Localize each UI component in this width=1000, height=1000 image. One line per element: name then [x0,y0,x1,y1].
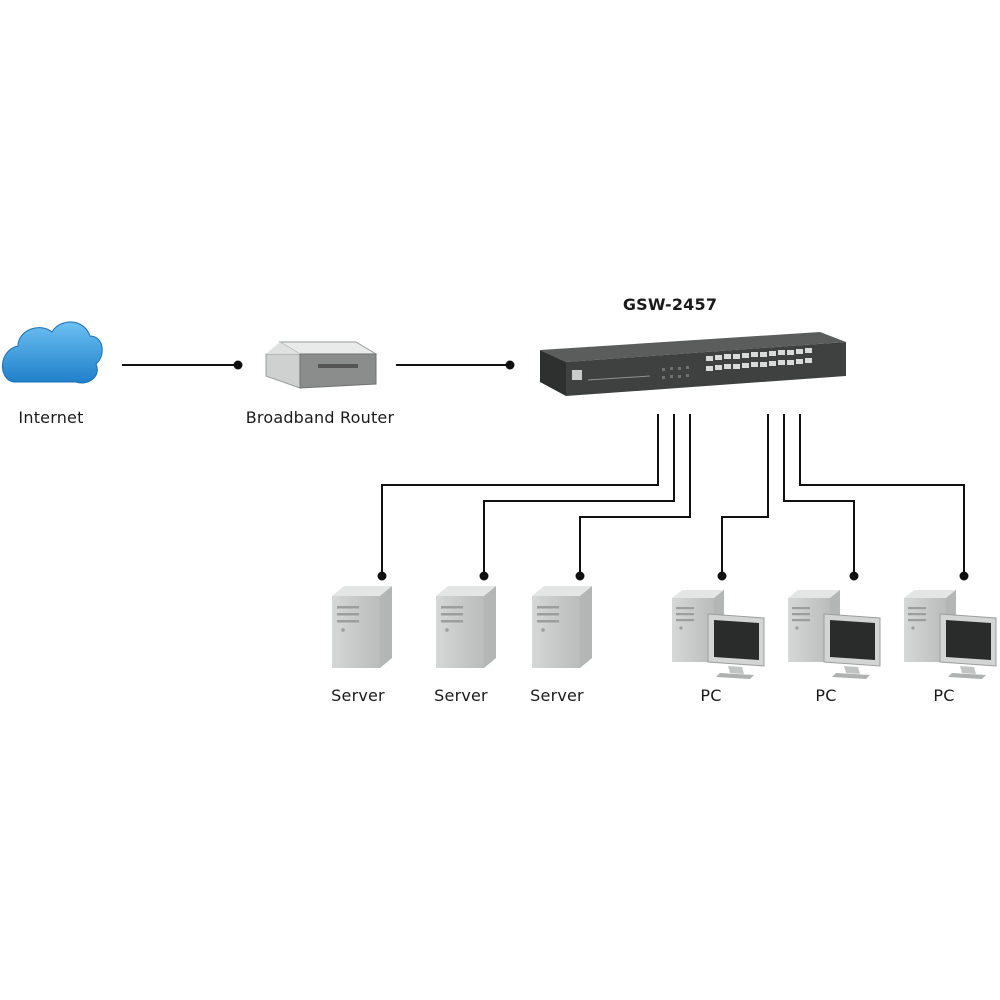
switch-model-label: GSW-2457 [622,295,718,314]
link-switch-pcs [721,414,965,576]
pc-icon [788,590,881,679]
server-icon [332,586,392,668]
link-router-switch [396,360,515,370]
link-switch-servers [381,414,691,576]
switch-icon [540,332,846,396]
link-internet-router [122,360,243,370]
server-label: Server [331,686,385,705]
server-icon [436,586,496,668]
cloud-icon [2,321,103,384]
pc-label: PC [700,686,722,705]
router-icon [265,341,378,389]
router-label: Broadband Router [245,408,395,427]
cable-endpoints [377,571,969,581]
server-icon [532,586,592,668]
pc-label: PC [933,686,955,705]
server-label: Server [434,686,488,705]
pc-label: PC [815,686,837,705]
internet-label: Internet [18,408,84,427]
pc-icon [672,590,765,679]
pc-icon [904,590,997,679]
server-label: Server [530,686,584,705]
